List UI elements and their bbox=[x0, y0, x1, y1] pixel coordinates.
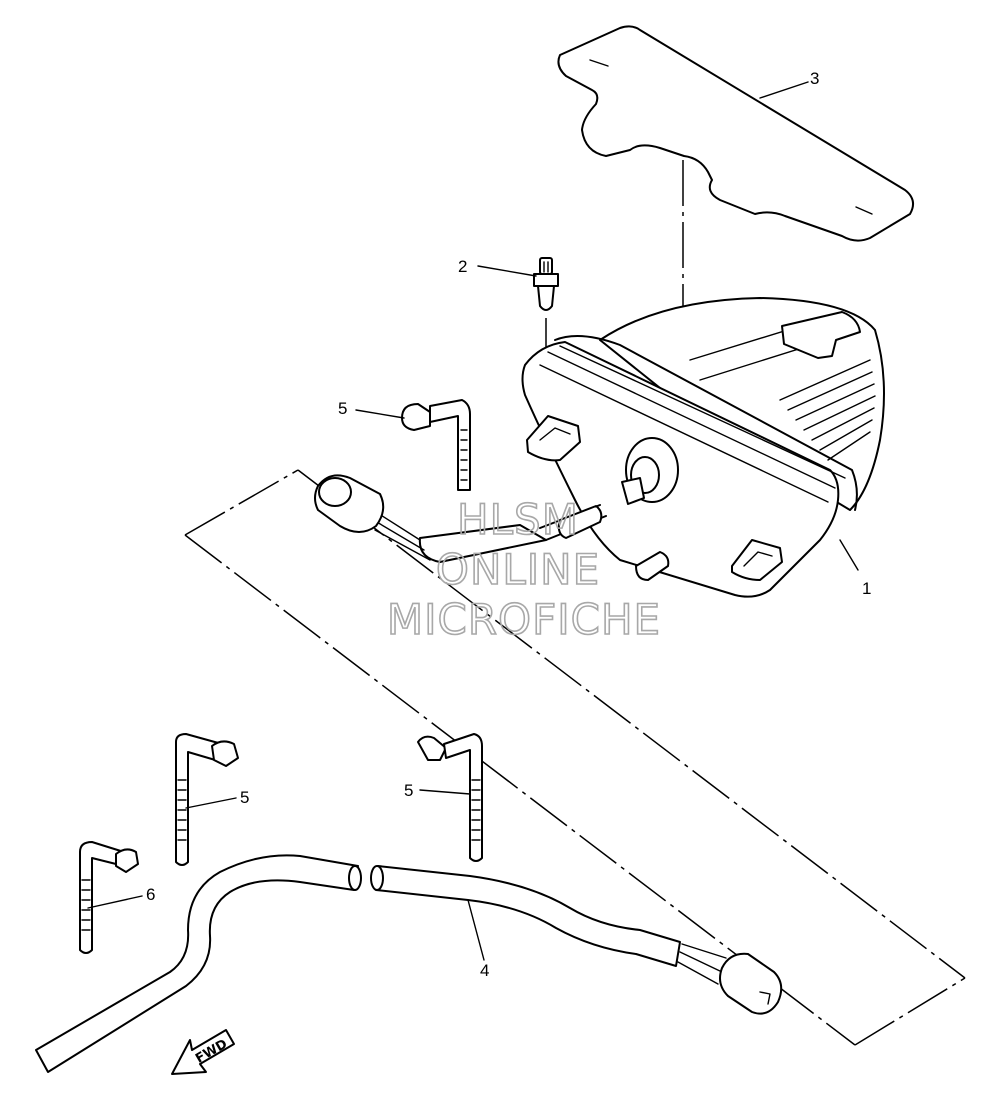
forward-direction-arrow: FWD bbox=[171, 1029, 235, 1075]
callout-6: 6 bbox=[146, 885, 155, 904]
callout-3: 3 bbox=[810, 69, 819, 88]
part-4-wire-harness bbox=[35, 854, 783, 1073]
callout-1: 1 bbox=[862, 579, 871, 598]
callout-5c: 5 bbox=[404, 781, 413, 800]
part-5-cable-tie-right bbox=[417, 733, 483, 862]
callout-5b: 5 bbox=[240, 788, 249, 807]
part-2-rivet bbox=[533, 257, 559, 311]
watermark-line-2: ONLINE bbox=[436, 545, 600, 594]
part-5-cable-tie-left bbox=[175, 733, 239, 866]
part-5-cable-tie-upper bbox=[401, 399, 471, 491]
watermark-line-1: HLSM bbox=[457, 495, 579, 544]
part-6-cable-tie bbox=[79, 841, 139, 954]
lamp-wire-lead bbox=[314, 474, 607, 563]
callout-4: 4 bbox=[480, 961, 489, 980]
callout-2: 2 bbox=[458, 257, 467, 276]
watermark-line-3: MICROFICHE bbox=[387, 595, 661, 644]
callout-5a: 5 bbox=[338, 399, 347, 418]
leader-lines bbox=[87, 81, 859, 961]
part-3-pad bbox=[557, 25, 915, 242]
part-1-tail-lamp bbox=[521, 297, 885, 598]
watermark: HLSM ONLINE MICROFICHE bbox=[386, 494, 661, 645]
